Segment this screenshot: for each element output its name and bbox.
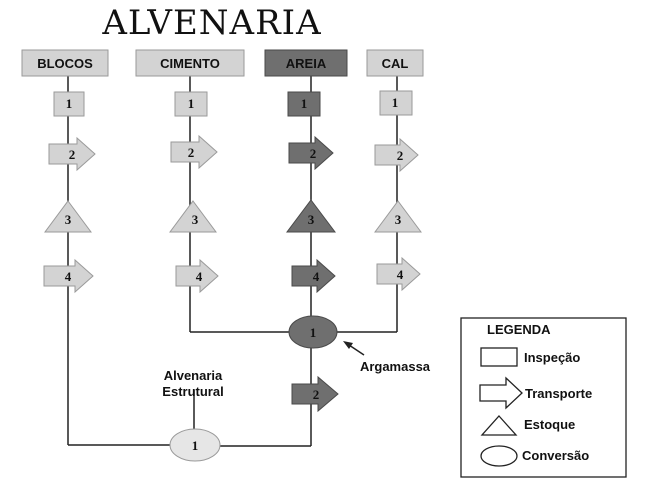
areia-transport2-number: 4 <box>313 269 320 284</box>
column-headers: BLOCOS CIMENTO AREIA CAL <box>21 49 424 77</box>
blocos-transport-number: 2 <box>69 147 76 162</box>
cal-transport-number: 2 <box>397 148 404 163</box>
blocos-storage-number: 3 <box>65 212 72 227</box>
argamassa-number: 1 <box>310 325 317 340</box>
areia-transport2-arrow <box>291 258 336 294</box>
diagram-title: ALVENARIA <box>101 3 321 43</box>
cal-transport2-number: 4 <box>397 267 404 282</box>
legend: LEGENDA Inspeção Transporte Estoque Conv… <box>460 317 627 478</box>
blocos-inspection-number: 1 <box>66 96 73 111</box>
header-cal-label: CAL <box>382 56 409 71</box>
cal-inspection-number: 1 <box>392 95 399 110</box>
cimento-transport-arrow <box>170 134 218 170</box>
argamassa-transport-number: 2 <box>313 387 320 402</box>
header-areia <box>264 49 348 77</box>
legend-item-estoque: Estoque <box>524 417 575 432</box>
legend-conversion-icon <box>480 445 518 467</box>
header-cimento-label: CIMENTO <box>160 56 220 71</box>
cal-storage-number: 3 <box>395 212 402 227</box>
cimento-storage-number: 3 <box>192 212 199 227</box>
header-blocos <box>21 49 109 77</box>
cal-transport-arrow <box>374 137 419 173</box>
cimento-transport-number: 2 <box>188 145 195 160</box>
areia-transport-number: 2 <box>310 146 317 161</box>
column-cal-steps: 1 2 3 4 <box>374 90 422 292</box>
argamassa-transport-arrow <box>291 375 339 413</box>
blocos-transport-arrow <box>48 136 96 172</box>
argamassa-ellipse <box>288 315 338 349</box>
cimento-inspection-box <box>174 91 208 117</box>
estrutural-label-line2: Estrutural <box>162 384 223 399</box>
legend-storage-icon <box>480 415 518 436</box>
alvenaria-estrutural-conversion: Alvenaria Estrutural 1 <box>162 368 224 462</box>
column-cimento-steps: 1 2 3 4 <box>169 91 219 294</box>
areia-storage-triangle <box>286 199 336 233</box>
flow-lines <box>67 76 398 447</box>
legend-inspection-icon <box>480 347 518 367</box>
cimento-inspection-number: 1 <box>188 96 195 111</box>
areia-transport-arrow <box>288 135 334 171</box>
blocos-transport2-number: 4 <box>65 269 72 284</box>
estrutural-ellipse <box>169 428 221 462</box>
estrutural-number: 1 <box>192 438 199 453</box>
header-cimento <box>135 49 245 77</box>
argamassa-label: Argamassa <box>360 359 431 374</box>
estrutural-label-line1: Alvenaria <box>164 368 223 383</box>
blocos-storage-triangle <box>44 200 92 233</box>
cal-inspection-box <box>379 90 413 116</box>
areia-storage-number: 3 <box>308 212 315 227</box>
cimento-transport2-number: 4 <box>196 269 203 284</box>
header-blocos-label: BLOCOS <box>37 56 93 71</box>
cimento-storage-triangle <box>169 200 217 233</box>
blocos-transport2-arrow <box>43 258 94 294</box>
column-areia-steps: 1 2 3 4 <box>286 91 336 294</box>
column-blocos-steps: 1 2 3 4 <box>43 91 96 294</box>
blocos-inspection-box <box>53 91 85 117</box>
legend-transport-icon <box>479 376 523 410</box>
cimento-transport2-arrow <box>175 258 219 294</box>
areia-inspection-number: 1 <box>301 96 308 111</box>
cal-storage-triangle <box>374 200 422 233</box>
legend-item-inspecao: Inspeção <box>524 350 580 365</box>
header-cal <box>366 49 424 77</box>
argamassa-pointer-head <box>343 341 353 349</box>
legend-item-conversao: Conversão <box>522 448 589 463</box>
areia-inspection-box <box>287 91 321 117</box>
argamassa-conversion: 1 Argamassa <box>288 315 431 374</box>
legend-title: LEGENDA <box>487 322 551 337</box>
header-areia-label: AREIA <box>286 56 327 71</box>
legend-item-transporte: Transporte <box>525 386 592 401</box>
cal-transport2-arrow <box>376 256 421 292</box>
argamassa-transport: 2 <box>291 375 339 413</box>
